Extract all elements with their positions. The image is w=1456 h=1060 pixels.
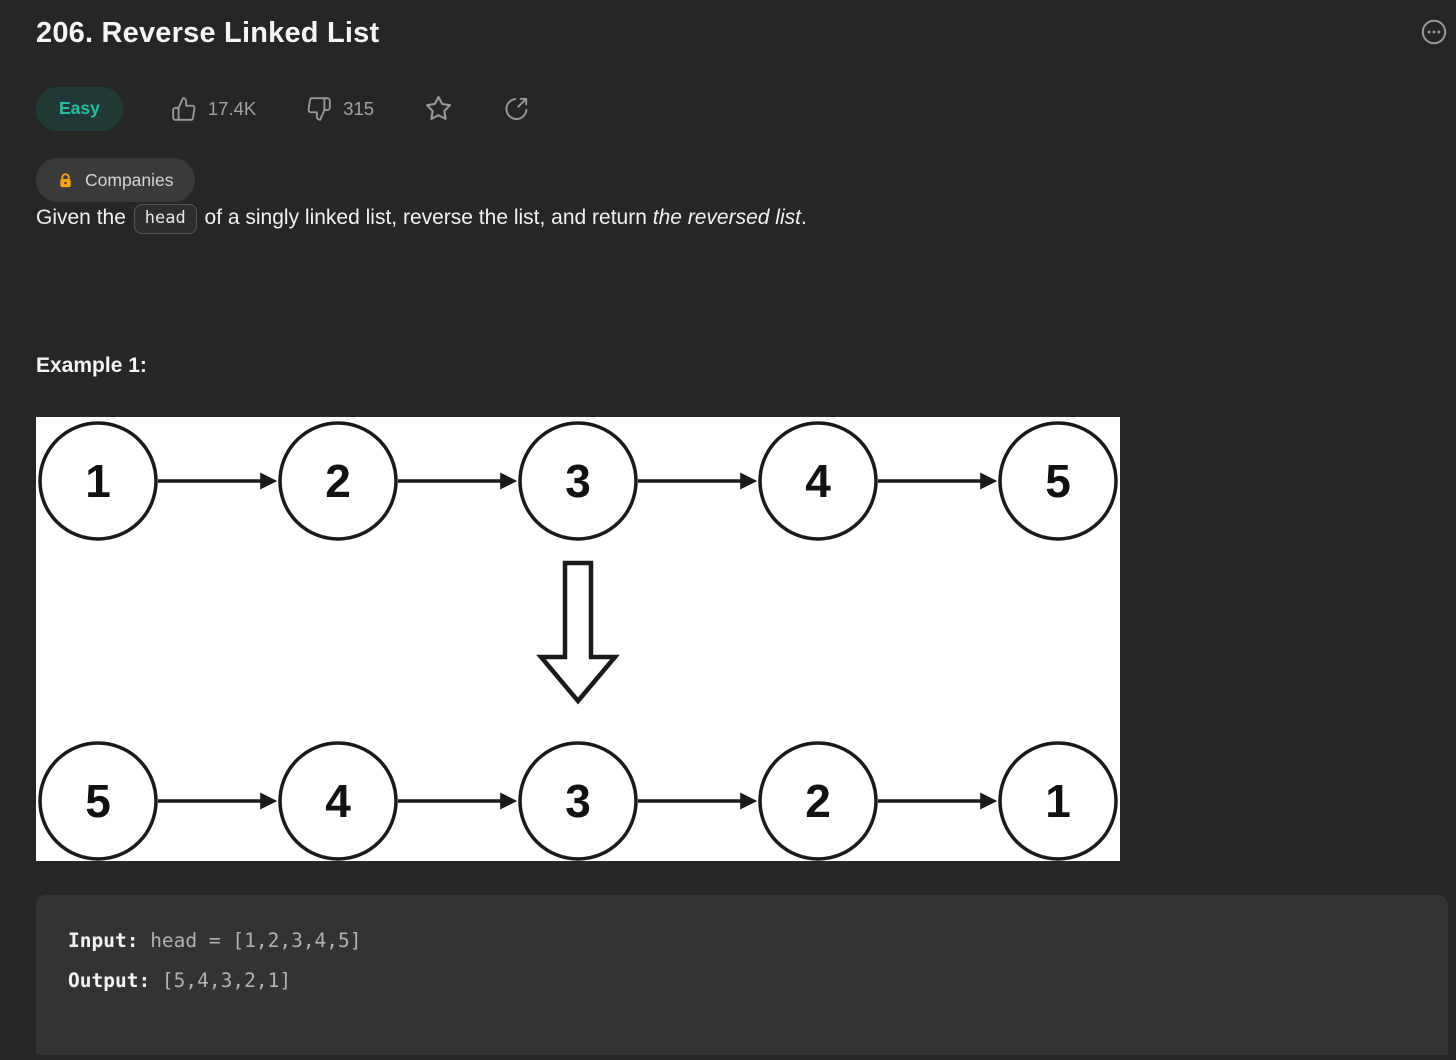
like-count: 17.4K (207, 97, 257, 119)
like-button[interactable]: 17.4K (171, 96, 256, 122)
input-value: head = [1,2,3,4,5] (138, 929, 362, 952)
dislike-count: 315 (343, 97, 375, 119)
list-node (758, 741, 878, 861)
list-node (278, 421, 398, 541)
inline-code-head: head (133, 204, 197, 234)
dislike-button[interactable]: 315 (306, 96, 374, 122)
example-input-line: Input: head = [1,2,3,4,5] (68, 921, 1416, 961)
down-arrow (536, 560, 620, 705)
more-options-button[interactable] (1420, 18, 1448, 46)
list-node-value: 1 (1045, 775, 1071, 827)
list-node-value: 2 (325, 455, 351, 507)
thumbs-down-icon (306, 96, 332, 122)
list-node-value: 3 (565, 775, 591, 827)
list-node (518, 421, 638, 541)
emphasized-text: the reversed list (652, 206, 801, 229)
tag-row: Companies (36, 158, 1448, 202)
meta-row: Easy 17.4K 315 (36, 86, 1448, 131)
list-node (998, 421, 1118, 541)
list-node (278, 741, 398, 861)
share-button[interactable] (503, 95, 530, 122)
share-circular-arrow-icon (503, 95, 530, 122)
list-node (38, 741, 158, 861)
list-node-value: 5 (1045, 455, 1071, 507)
list-node (518, 741, 638, 861)
list-node-value: 1 (85, 455, 111, 507)
problem-title: 206. Reverse Linked List (36, 17, 380, 49)
companies-tag-label: Companies (85, 169, 174, 190)
list-node-value: 4 (325, 775, 351, 827)
output-label: Output: (68, 969, 151, 992)
list-node-value: 4 (805, 455, 831, 507)
list-node-value: 2 (805, 775, 831, 827)
example-output-line: Output: [5,4,3,2,1] (68, 961, 1416, 1001)
lock-icon (57, 172, 74, 189)
ellipsis-circle-icon (1420, 18, 1448, 46)
example-io-block: Input: head = [1,2,3,4,5] Output: [5,4,3… (36, 895, 1448, 1055)
favorite-button[interactable] (424, 94, 453, 123)
list-node (38, 421, 158, 541)
output-value: [5,4,3,2,1] (150, 969, 292, 992)
input-label: Input: (68, 929, 139, 952)
list-node (998, 741, 1118, 861)
star-icon (424, 94, 453, 123)
difficulty-badge[interactable]: Easy (36, 86, 123, 131)
example-heading: Example 1: (36, 354, 147, 377)
companies-tag[interactable]: Companies (36, 158, 195, 202)
list-node (758, 421, 878, 541)
problem-statement: Given the head of a singly linked list, … (36, 202, 1448, 234)
list-node-value: 3 (565, 455, 591, 507)
title-row: 206. Reverse Linked List (36, 0, 1448, 53)
thumbs-up-icon (171, 96, 197, 122)
list-node-value: 5 (85, 775, 111, 827)
linked-list-diagram: 1 2 3 4 5 5 4 3 2 1 (36, 417, 1120, 861)
